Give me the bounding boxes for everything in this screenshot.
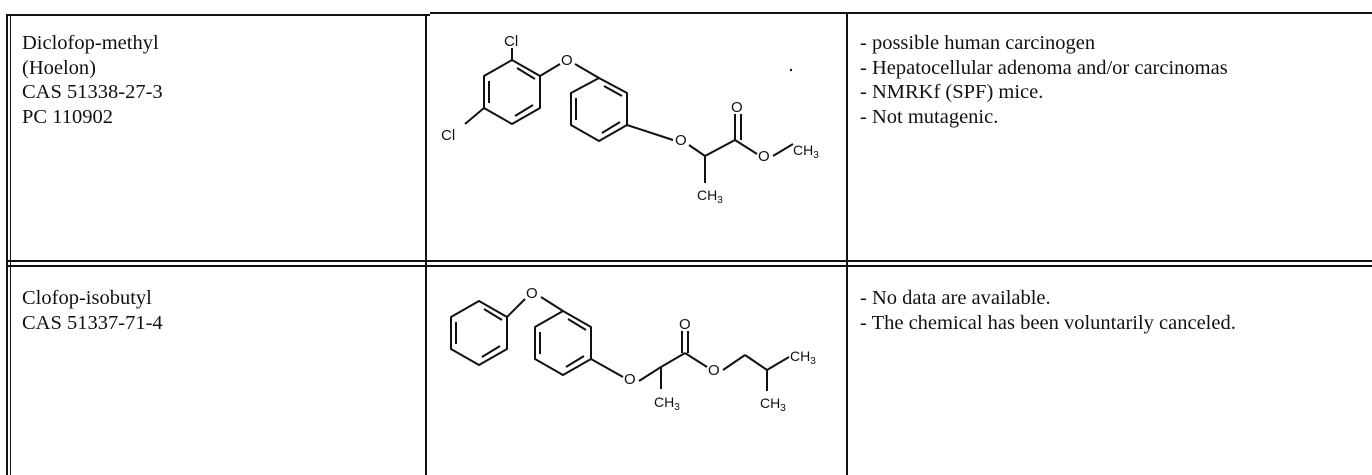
row1-name-line: Diclofop-methyl [22, 32, 159, 54]
o-ester-label: O [708, 362, 720, 379]
o-ether-label: O [561, 52, 573, 69]
row2-effects: - No data are available. - The chemical … [860, 286, 1236, 335]
cl-left-label: Cl [441, 127, 455, 144]
o-carbonyl-label: O [731, 99, 743, 116]
o-carbonyl-label: O [679, 316, 691, 333]
row1-name-line: CAS 51338-27-3 [22, 81, 163, 103]
ring-b [534, 310, 592, 376]
o-ester-label: O [758, 148, 770, 165]
ring-a [483, 59, 541, 125]
row1-effect-item: - Not mutagenic. [860, 105, 999, 128]
row2-name-line: CAS 51337-71-4 [22, 311, 163, 334]
row-divider-double [6, 265, 1372, 267]
row1-effect-item: - NMRKf (SPF) mice. [860, 81, 1044, 103]
column-divider-1 [425, 14, 427, 475]
row1-structure: Cl Cl O O CH3 O O CH3 [441, 33, 819, 206]
table-left-border [6, 14, 8, 475]
row1-effect-item: - Hepatocellular adenoma and/or carcinom… [860, 56, 1228, 79]
row1-name-line: PC 110902 [22, 105, 113, 128]
row1-effect-item: - possible human carcinogen [860, 32, 1096, 54]
ring-b [570, 77, 628, 142]
o-link-label: O [624, 371, 636, 388]
ring-a [450, 300, 508, 366]
o-link-label: O [675, 132, 687, 149]
row2-structure: O O CH3 O O CH3 CH3 [450, 285, 816, 414]
row2-effect-item: - The chemical has been voluntarily canc… [860, 311, 1236, 334]
table-top-border-left [6, 14, 430, 16]
row1-chemical-name: Diclofop-methyl (Hoelon) CAS 51338-27-3 … [22, 31, 163, 129]
ch3-iso-top-label: CH3 [790, 348, 816, 367]
o-ether-label: O [526, 285, 538, 302]
row1-name-line: (Hoelon) [22, 56, 97, 79]
ch3-ester-label: CH3 [793, 142, 819, 161]
cl-top-label: Cl [504, 33, 518, 50]
row2-name-line: Clofop-isobutyl [22, 287, 152, 309]
row2-effect-item: - No data are available. [860, 287, 1051, 309]
ch3-branch-label: CH3 [697, 187, 723, 206]
row1-effects: - possible human carcinogen - Hepatocell… [860, 31, 1228, 129]
row2-chemical-name: Clofop-isobutyl CAS 51337-71-4 [22, 286, 163, 335]
ch3-iso-bottom-label: CH3 [760, 395, 786, 414]
ch3-branch-label: CH3 [654, 394, 680, 413]
row-divider [6, 260, 1372, 262]
table-top-border [430, 12, 1372, 14]
table-left-border-inner [10, 14, 11, 475]
column-divider-2 [846, 14, 848, 475]
